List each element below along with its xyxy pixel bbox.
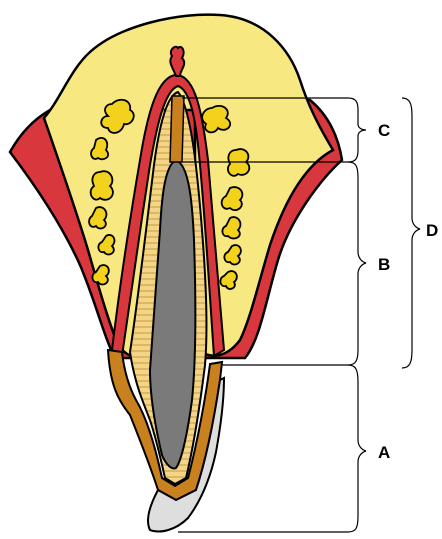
bracket-a: [348, 365, 366, 532]
label-a: A: [378, 443, 390, 462]
bracket-d: [402, 98, 420, 368]
bracket-b: [348, 162, 366, 365]
label-b: B: [378, 255, 390, 274]
root-canal: [170, 96, 184, 162]
label-d: D: [426, 221, 438, 240]
bracket-c: [348, 98, 366, 162]
label-c: C: [378, 121, 390, 140]
